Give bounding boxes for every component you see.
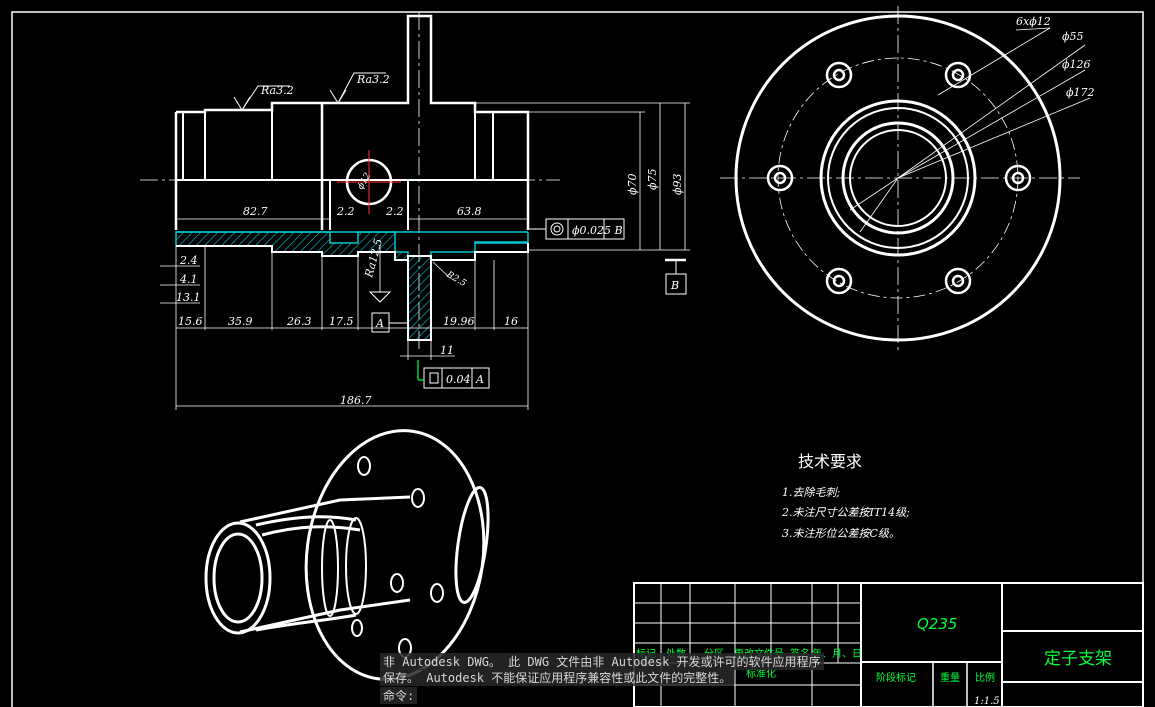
runout-tolerance: ϕ0.025 B — [572, 224, 623, 237]
drawing-border — [11, 11, 1144, 707]
dim-82-7: 82.7 — [243, 205, 268, 218]
part-name: 定子支架 — [1044, 649, 1112, 669]
phi-inner: ϕ70 — [626, 174, 639, 196]
fillet-dim: R2.5 — [444, 269, 468, 289]
front-view — [720, 6, 1091, 350]
dim-16: 16 — [504, 315, 518, 328]
dim-15-6: 15.6 — [178, 315, 203, 328]
phi-mid: ϕ75 — [646, 169, 659, 191]
scale-value: 1:1.5 — [974, 696, 1000, 707]
title-row-date: 年、月、日 — [812, 647, 862, 660]
isometric-view — [204, 429, 490, 681]
section-view — [140, 12, 690, 410]
phi-outer: ϕ93 — [671, 174, 684, 196]
dim-17-5: 17.5 — [329, 315, 354, 328]
tech-req-item-3: 3.未注形位公差按C级。 — [782, 527, 900, 540]
datum-a-section: A — [375, 317, 384, 330]
hole-dim: ϕ12 — [356, 171, 374, 191]
dim-13-1: 13.1 — [176, 291, 201, 304]
standardize-label: 标准化 — [746, 667, 776, 680]
dim-2-2-a: 2.2 — [336, 205, 355, 218]
roughness-1: Ra3.2 — [260, 84, 294, 97]
dim-2-4: 2.4 — [179, 254, 198, 267]
dia-126: ϕ126 — [1062, 58, 1091, 71]
holes-6x12: 6xϕ12 — [1016, 15, 1051, 28]
weight-label: 重量 — [940, 671, 960, 684]
datum-a-frame: A — [475, 373, 484, 386]
dim-26-3: 26.3 — [286, 315, 312, 328]
tech-req-item-2: 2.未注尺寸公差按IT14级; — [781, 506, 910, 519]
dim-4-1: 4.1 — [179, 273, 198, 286]
scale-label: 比例 — [975, 671, 995, 684]
dim-2-2-b: 2.2 — [385, 205, 404, 218]
dim-11: 11 — [440, 344, 454, 357]
tech-req-title: 技术要求 — [798, 452, 862, 471]
dia-55: ϕ55 — [1062, 30, 1084, 43]
command-prompt[interactable]: 命令: — [380, 687, 418, 704]
stage-mark-label: 阶段标记 — [876, 671, 916, 684]
datum-b: B — [670, 279, 679, 292]
command-history-line-1: 非 Autodesk DWG。 此 DWG 文件由非 Autodesk 开发或许… — [380, 653, 824, 670]
dim-19-96: 19.96 — [443, 315, 475, 328]
dia-172: ϕ172 — [1066, 86, 1095, 99]
roughness-2: Ra3.2 — [356, 73, 390, 86]
dim-35-9: 35.9 — [228, 315, 253, 328]
material-label: Q235 — [917, 615, 957, 633]
command-history-line-2: 保存。 Autodesk 不能保证应用程序兼容性或此文件的完整性。 — [380, 669, 735, 686]
title-block — [633, 582, 1144, 707]
front-view-labels: 6xϕ12 ϕ55 ϕ126 ϕ172 — [1016, 15, 1095, 99]
dim-186-7: 186.7 — [340, 394, 372, 407]
tech-req-item-1: 1.去除毛刺; — [782, 486, 840, 499]
flatness-tolerance: 0.04 — [446, 373, 471, 386]
dim-63-8: 63.8 — [457, 205, 482, 218]
technical-requirements: 技术要求 1.去除毛刺; 2.未注尺寸公差按IT14级; 3.未注形位公差按C级… — [781, 452, 910, 540]
